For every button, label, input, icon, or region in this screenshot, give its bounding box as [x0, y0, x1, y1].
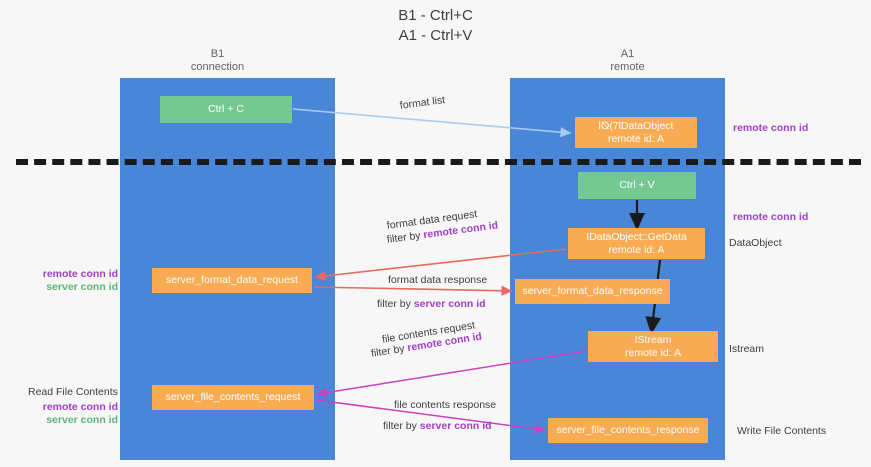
- node-server-format-data-response[interactable]: server_format_data_response: [515, 279, 670, 304]
- caption-write-file-contents: Write File Contents: [737, 425, 827, 437]
- node-ctrl-v-label: Ctrl + V: [619, 179, 655, 191]
- caption-read-file-contents: Read File Contents: [28, 386, 118, 398]
- node-getdata-line1: IDataObject::GetData: [586, 230, 687, 243]
- node-server-file-contents-request[interactable]: server_file_contents_request: [152, 385, 314, 410]
- node-getdata-line2: remote id: A: [608, 243, 665, 256]
- annotation-remote-conn-id-top: remote conn id: [733, 122, 809, 134]
- node-server-format-data-request-label: server_format_data_request: [166, 274, 298, 286]
- filter-prefix: filter by: [386, 229, 425, 246]
- annotation-left-middle: remote conn id server conn id: [22, 268, 118, 294]
- node-server-format-data-response-label: server_format_data_response: [522, 285, 663, 297]
- caption-istream: Istream: [729, 343, 765, 355]
- filter-prefix: filter by: [370, 342, 409, 360]
- filter-prefix: filter by: [377, 298, 414, 310]
- filter-prefix: filter by: [383, 420, 420, 432]
- edge-label-format-data-response-filter: filter by server conn id: [377, 297, 486, 311]
- annotation-left-mid-remote: remote conn id: [42, 268, 118, 280]
- annotation-left-bot-server: server conn id: [46, 414, 118, 426]
- annotation-left-mid-server: server conn id: [46, 281, 118, 293]
- edge-label-file-contents-response-filter: filter by server conn id: [383, 419, 492, 433]
- node-ctrl-c-label: Ctrl + C: [208, 103, 244, 115]
- filter-key-server-conn-id: server conn id: [413, 298, 486, 310]
- node-server-file-contents-request-label: server_file_contents_request: [165, 391, 301, 403]
- node-server-format-data-request[interactable]: server_format_data_request: [152, 268, 312, 293]
- column-header-b1: B1 connection: [190, 48, 245, 73]
- node-idataobject-getdata[interactable]: IDataObject::GetData remote id: A: [568, 228, 705, 259]
- page-title: B1 - Ctrl+C A1 - Ctrl+V: [398, 7, 473, 44]
- annotation-left-bottom: remote conn id server conn id: [22, 401, 118, 427]
- node-istream-line2: remote id: A: [624, 346, 682, 359]
- node-istream-line1: IStream: [634, 333, 672, 346]
- node-server-file-contents-response[interactable]: server_file_contents_response: [548, 418, 708, 443]
- node-istream[interactable]: IStream remote id: A: [588, 331, 718, 362]
- node-server-file-contents-response-label: server_file_contents_response: [556, 424, 700, 436]
- node-ctrl-c[interactable]: Ctrl + C: [160, 96, 292, 123]
- node-idataobject-line2: remote id: A: [607, 132, 665, 145]
- arrow-format-data-response: [313, 285, 513, 296]
- phase-divider: [16, 159, 861, 165]
- node-idataobject-line1: l⦰⟨7lDataObject: [598, 119, 674, 132]
- annotation-remote-conn-id-mid: remote conn id: [733, 211, 809, 223]
- caption-dataobject: DataObject: [729, 237, 782, 249]
- filter-key-server-conn-id: server conn id: [419, 420, 492, 432]
- edge-label-format-data-response: format data response: [388, 274, 488, 286]
- node-ctrl-v[interactable]: Ctrl + V: [578, 172, 696, 199]
- edge-label-file-contents-response: file contents response: [394, 399, 497, 411]
- node-idataobject[interactable]: l⦰⟨7lDataObject remote id: A: [575, 117, 697, 148]
- column-header-a1: A1 remote: [610, 48, 645, 73]
- annotation-left-bot-remote: remote conn id: [42, 401, 118, 413]
- edge-label-format-list: format list: [399, 94, 446, 112]
